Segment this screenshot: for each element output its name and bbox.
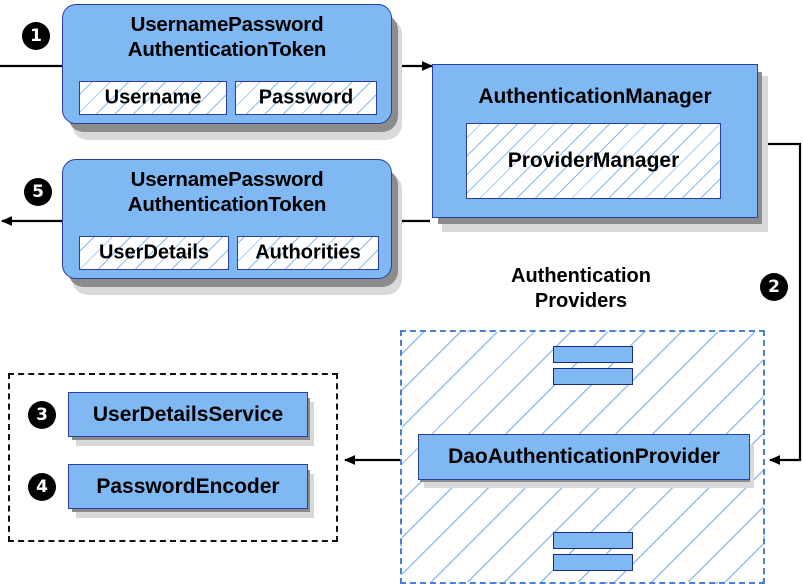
response-token-field-authorities[interactable]: Authorities xyxy=(237,236,379,270)
response-token-title-line2: AuthenticationToken xyxy=(127,193,327,216)
provider-placeholder-1 xyxy=(553,346,633,363)
provider-placeholder-4 xyxy=(553,554,633,571)
provider-manager-label: ProviderManager xyxy=(507,149,680,172)
badge-5: 5 xyxy=(24,178,52,206)
providers-label-line1: Authentication xyxy=(511,265,651,287)
request-token-title-line1: UsernamePassword xyxy=(130,13,324,36)
user-details-service-label: UserDetailsService xyxy=(92,402,284,426)
password-encoder-label: PasswordEncoder xyxy=(96,474,280,498)
provider-manager-box[interactable]: ProviderManager xyxy=(466,123,721,199)
request-token-title-line2: AuthenticationToken xyxy=(127,38,327,61)
response-token-title-line1: UsernamePassword xyxy=(130,168,324,191)
request-token-field-password[interactable]: Password xyxy=(235,81,377,115)
response-token-field-userdetails-label: UserDetails xyxy=(98,241,210,264)
provider-placeholder-3 xyxy=(553,532,633,549)
providers-label-line2: Providers xyxy=(534,290,628,312)
dao-authentication-provider-label: DaoAuthenticationProvider xyxy=(448,445,720,468)
password-encoder-box[interactable]: PasswordEncoder xyxy=(68,464,308,509)
authentication-manager-title: AuthenticationManager xyxy=(478,85,712,108)
response-token-field-authorities-label: Authorities xyxy=(255,241,361,264)
badge-1: 1 xyxy=(22,22,50,50)
request-token-field-username[interactable]: Username xyxy=(79,81,227,115)
request-token-field-password-label: Password xyxy=(258,86,354,109)
request-token-field-username-label: Username xyxy=(104,86,202,109)
dao-authentication-provider-box[interactable]: DaoAuthenticationProvider xyxy=(418,434,750,480)
response-token-field-userdetails[interactable]: UserDetails xyxy=(79,236,229,270)
provider-placeholder-2 xyxy=(553,368,633,385)
response-token-box[interactable]: UsernamePassword AuthenticationToken Use… xyxy=(62,159,392,279)
dependencies-zone xyxy=(8,373,338,542)
request-token-box[interactable]: UsernamePassword AuthenticationToken Use… xyxy=(62,4,392,124)
badge-2: 2 xyxy=(760,273,788,301)
badge-3: 3 xyxy=(28,401,56,429)
user-details-service-box[interactable]: UserDetailsService xyxy=(68,392,308,437)
authentication-manager-box[interactable]: AuthenticationManager ProviderManager xyxy=(432,64,758,218)
badge-4: 4 xyxy=(28,473,56,501)
